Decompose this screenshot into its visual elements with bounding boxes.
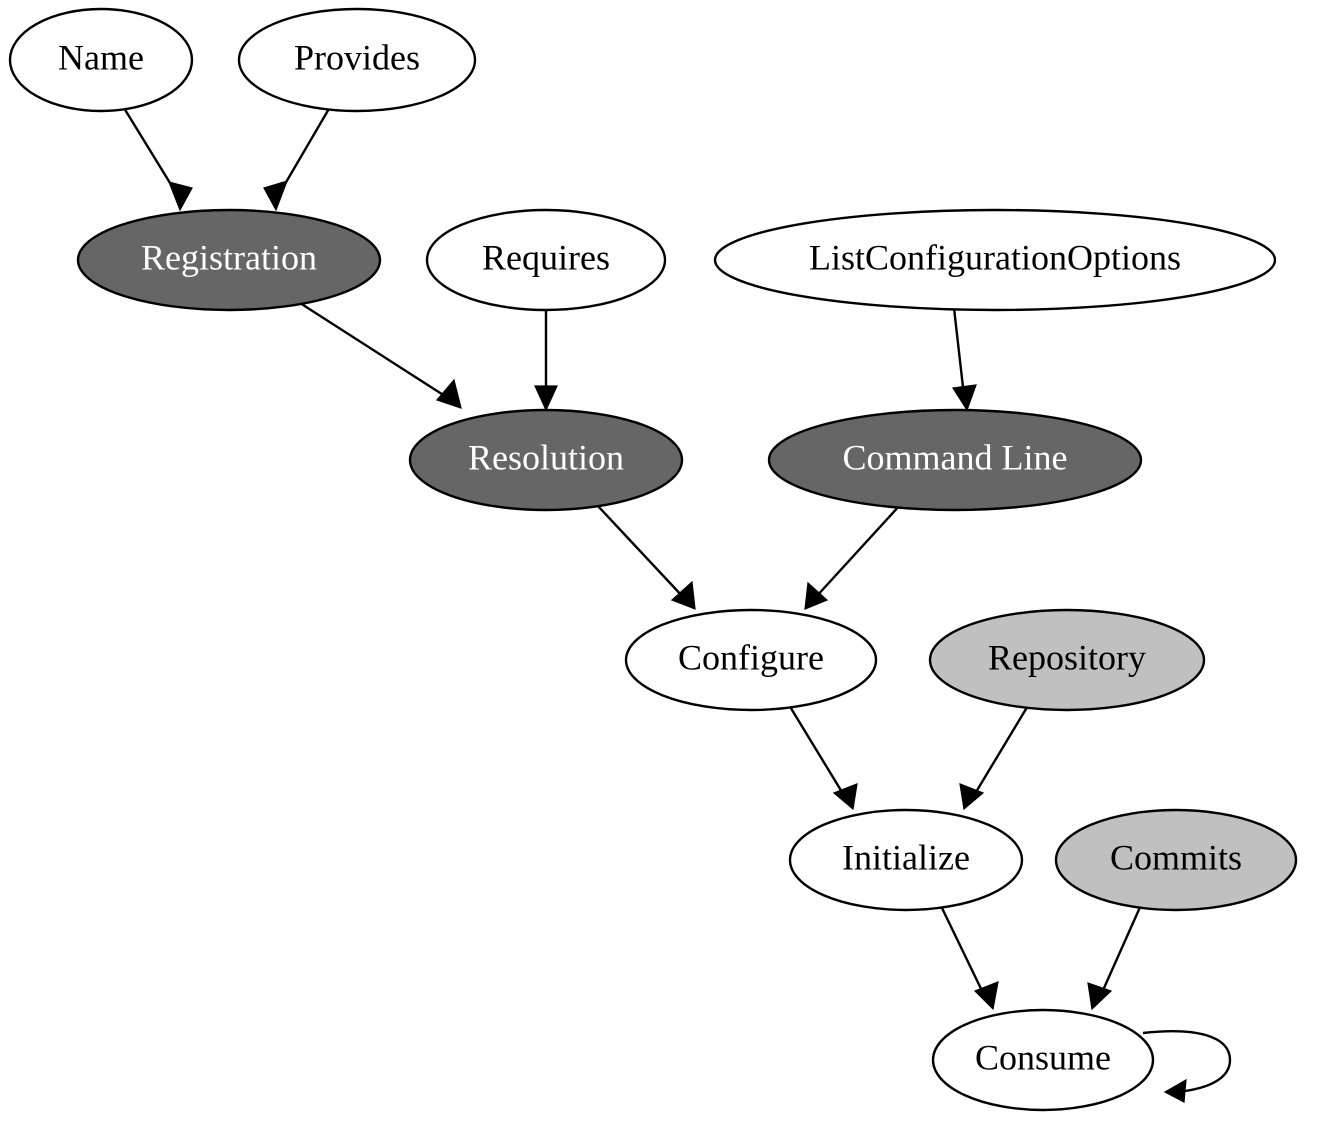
edge-resolution-to-configure bbox=[596, 504, 696, 610]
edge-consume-self-loop bbox=[1142, 1030, 1232, 1103]
edge-line bbox=[1098, 904, 1143, 998]
node-requires[interactable]: Requires bbox=[425, 208, 667, 312]
edge-commits-to-consume bbox=[1087, 904, 1143, 1011]
node-registration[interactable]: Registration bbox=[76, 208, 382, 312]
edge-line bbox=[814, 503, 902, 599]
node-shape-ellipse[interactable] bbox=[767, 408, 1143, 512]
arrowhead-icon bbox=[1163, 1078, 1187, 1103]
node-shape-ellipse[interactable] bbox=[76, 208, 382, 312]
arrowhead-icon bbox=[959, 783, 985, 811]
node-label: Configure bbox=[678, 637, 824, 677]
edge-line bbox=[299, 301, 449, 400]
node-label: Initialize bbox=[842, 837, 970, 877]
edge-repository-to-initialize bbox=[959, 703, 1031, 811]
edge-line bbox=[787, 704, 847, 798]
edge-name-to-registration bbox=[122, 107, 193, 212]
node-shape-ellipse[interactable] bbox=[425, 208, 667, 312]
node-label: ListConfigurationOptions bbox=[809, 237, 1181, 277]
edge-line bbox=[596, 504, 685, 599]
arrowhead-icon bbox=[168, 181, 193, 212]
node-commits[interactable]: Commits bbox=[1054, 808, 1298, 912]
arrowhead-icon bbox=[435, 378, 462, 409]
edge-line bbox=[971, 703, 1031, 798]
arrowhead-icon bbox=[832, 783, 858, 811]
edge-configure-to-initialize bbox=[787, 704, 858, 811]
arrowhead-icon bbox=[263, 180, 288, 212]
arrowhead-icon bbox=[951, 384, 977, 412]
node-shape-ellipse[interactable] bbox=[788, 808, 1024, 912]
node-command-line[interactable]: Command Line bbox=[767, 408, 1143, 512]
node-resolution[interactable]: Resolution bbox=[408, 408, 684, 512]
node-label: Name bbox=[58, 37, 144, 77]
node-label: Registration bbox=[141, 237, 317, 277]
edge-initialize-to-consume bbox=[939, 905, 999, 1011]
node-consume[interactable]: Consume bbox=[931, 1008, 1155, 1112]
node-shape-ellipse[interactable] bbox=[237, 7, 477, 113]
node-label: Provides bbox=[294, 37, 420, 77]
node-shape-ellipse[interactable] bbox=[713, 208, 1277, 312]
node-label: Commits bbox=[1110, 837, 1242, 877]
edge-line bbox=[952, 307, 966, 397]
node-name[interactable]: Name bbox=[8, 7, 194, 113]
node-initialize[interactable]: Initialize bbox=[788, 808, 1024, 912]
node-shape-ellipse[interactable] bbox=[1054, 808, 1298, 912]
edge-line bbox=[1142, 1030, 1232, 1093]
node-shape-ellipse[interactable] bbox=[928, 608, 1206, 712]
node-shape-ellipse[interactable] bbox=[624, 608, 878, 712]
node-provides[interactable]: Provides bbox=[237, 7, 477, 113]
node-shape-ellipse[interactable] bbox=[931, 1008, 1155, 1112]
edge-command-line-to-configure bbox=[804, 503, 902, 610]
arrowhead-icon bbox=[534, 385, 558, 412]
node-label: Resolution bbox=[468, 437, 624, 477]
edge-listconfigurationoptions-to-command-line bbox=[951, 307, 977, 412]
node-repository[interactable]: Repository bbox=[928, 608, 1206, 712]
node-shape-ellipse[interactable] bbox=[8, 7, 194, 113]
node-label: Command Line bbox=[843, 437, 1068, 477]
edge-line bbox=[939, 905, 987, 998]
node-label: Consume bbox=[975, 1037, 1111, 1077]
edge-provides-to-registration bbox=[263, 106, 332, 212]
node-shape-ellipse[interactable] bbox=[408, 408, 684, 512]
node-label: Requires bbox=[482, 237, 610, 277]
node-label: Repository bbox=[988, 637, 1146, 677]
edges-layer bbox=[122, 106, 1232, 1103]
arrowhead-icon bbox=[973, 981, 999, 1011]
edge-line bbox=[122, 107, 180, 197]
arrowhead-icon bbox=[804, 581, 829, 610]
node-listconfigurationoptions[interactable]: ListConfigurationOptions bbox=[713, 208, 1277, 312]
node-configure[interactable]: Configure bbox=[624, 608, 878, 712]
edge-requires-to-resolution bbox=[534, 310, 558, 412]
edge-registration-to-resolution bbox=[299, 301, 462, 409]
arrowhead-icon bbox=[1087, 982, 1113, 1011]
arrowhead-icon bbox=[670, 580, 696, 610]
